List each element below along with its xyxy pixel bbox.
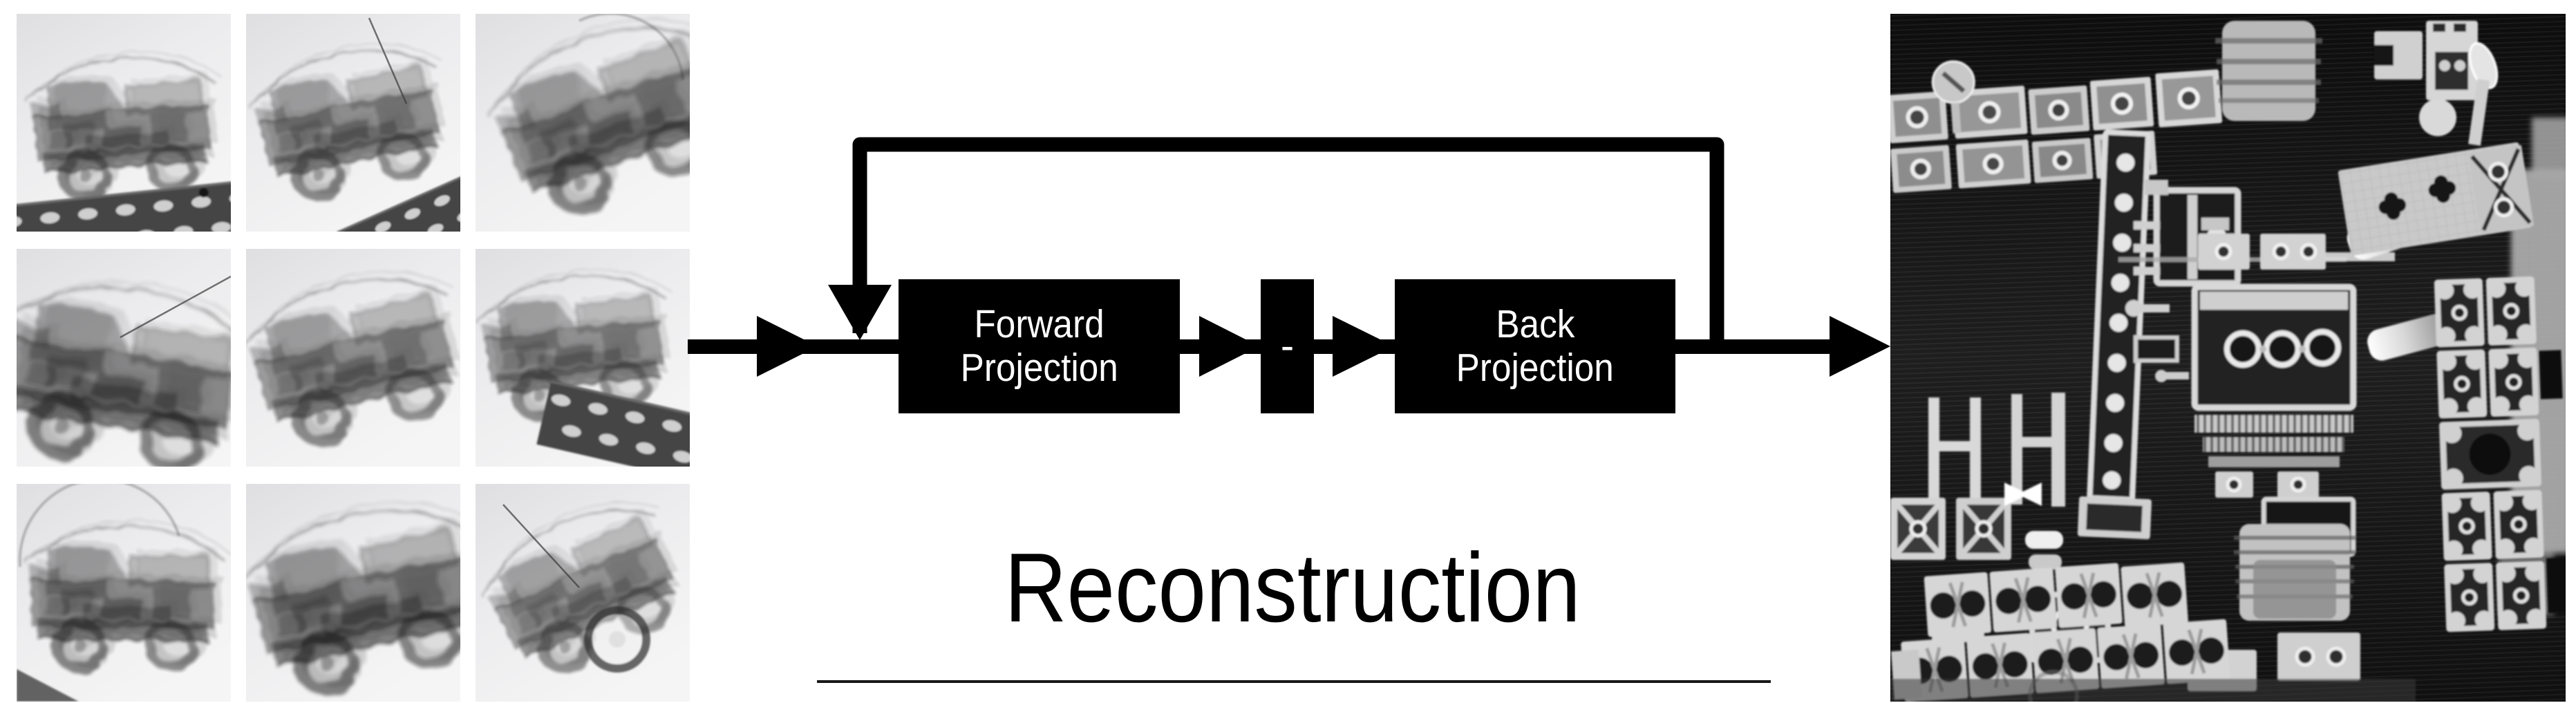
pipeline-title: Reconstruction (1004, 533, 1581, 643)
projection-tile-3 (476, 14, 690, 232)
forward-projection-label-line1: Forward (974, 302, 1104, 346)
projection-tile-8 (246, 484, 460, 702)
projection-tile-2 (246, 14, 460, 232)
title-underline (817, 680, 1771, 683)
reconstruction-image (1890, 14, 2566, 702)
forward-projection-box: Forward Projection (899, 279, 1180, 413)
recon-vertical-beam (2077, 129, 2152, 540)
projection-xray-graphic (246, 14, 460, 232)
subtraction-operator-box: - (1261, 279, 1314, 413)
projection-tile-5 (246, 249, 460, 467)
recon-top-right-assembly (2374, 21, 2499, 146)
reconstruction-slice-graphic (1890, 14, 2566, 702)
recon-bowtie-part (2004, 482, 2042, 506)
projection-xray-graphic (246, 249, 460, 467)
projection-xray-graphic (17, 249, 231, 467)
arrowhead-forward-to-minus (1199, 316, 1259, 377)
back-projection-label-line2: Projection (1456, 346, 1615, 390)
projection-xray-graphic (476, 249, 690, 467)
projection-tile-6 (476, 249, 690, 467)
minus-symbol: - (1280, 324, 1295, 368)
back-projection-box: Back Projection (1395, 279, 1675, 413)
projection-tile-7 (17, 484, 231, 702)
projection-xray-graphic (17, 14, 231, 232)
recon-right-brick-columns (2434, 275, 2566, 632)
projection-tile-9 (476, 484, 690, 702)
projection-grid (0, 0, 698, 703)
projection-xray-graphic (17, 484, 231, 702)
arrowhead-output (1830, 316, 1890, 377)
projection-tile-1 (17, 14, 231, 232)
projection-tile-4 (17, 249, 231, 467)
recon-quatrefoil-plate (2338, 142, 2535, 256)
projection-xray-graphic (246, 484, 460, 702)
back-projection-label-line1: Back (1495, 302, 1575, 346)
recon-top-left-bricks (1890, 60, 2265, 194)
projection-xray-graphic (476, 484, 690, 702)
arrowhead-minus-to-back (1333, 316, 1394, 377)
forward-projection-label-line2: Projection (960, 346, 1118, 390)
recon-top-motor (2215, 21, 2322, 121)
projection-xray-graphic (476, 14, 690, 232)
arrowhead-feedback-down (828, 285, 892, 340)
arrowhead-input (757, 316, 818, 377)
